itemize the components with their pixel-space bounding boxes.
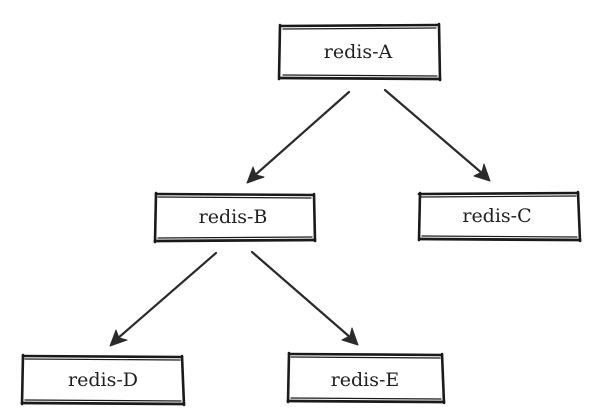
- node-label: redis-D: [68, 369, 138, 391]
- node-label: redis-E: [331, 369, 400, 391]
- node-redis-c: redis-C: [417, 190, 582, 243]
- arrowhead-icon: [246, 166, 265, 184]
- arrowhead-icon: [109, 329, 128, 347]
- edge-redis-a-to-redis-b: [246, 90, 351, 184]
- edge-redis-a-to-redis-c: [383, 88, 491, 182]
- node-redis-d: redis-D: [20, 353, 186, 407]
- node-redis-b: redis-B: [153, 191, 317, 244]
- arrowhead-icon: [473, 163, 491, 182]
- node-label: redis-A: [324, 41, 393, 63]
- edge-redis-b-to-redis-e: [250, 250, 359, 346]
- node-label: redis-C: [462, 205, 531, 227]
- node-label: redis-B: [199, 206, 268, 228]
- edge-redis-b-to-redis-d: [109, 251, 218, 347]
- arrowhead-icon: [341, 327, 359, 346]
- node-redis-e: redis-E: [286, 351, 446, 405]
- node-redis-a: redis-A: [277, 22, 442, 82]
- edges: [109, 88, 491, 347]
